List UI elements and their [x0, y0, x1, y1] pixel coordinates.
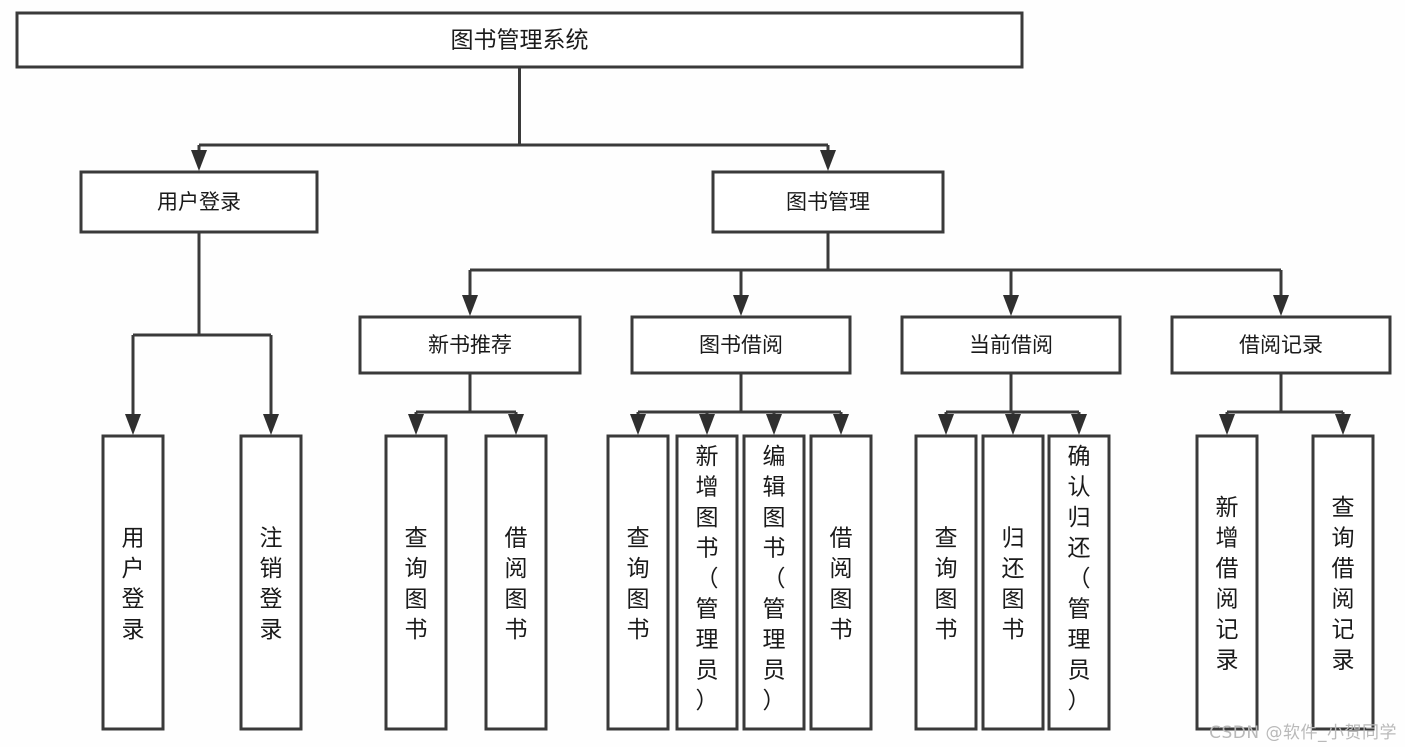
arrowhead-icon — [630, 414, 646, 435]
node-leaf-edit-book-admin[interactable]: 编辑图书（管理员） — [742, 434, 806, 731]
node-label: 新书推荐 — [428, 333, 512, 357]
node-leaf-query-book-rec[interactable]: 查询图书 — [384, 434, 448, 731]
node-label: 查询图书 — [627, 526, 650, 644]
node-box[interactable] — [1195, 434, 1259, 731]
node-label: 查询图书 — [405, 526, 428, 644]
node-label: 当前借阅 — [969, 333, 1053, 357]
node-box[interactable] — [742, 434, 806, 731]
node-leaf-borrow-book[interactable]: 借阅图书 — [809, 434, 873, 731]
node-new-book-recommend[interactable]: 新书推荐 — [358, 315, 582, 375]
node-label: 用户登录 — [157, 190, 241, 214]
node-label: 查询图书 — [935, 526, 958, 644]
node-leaf-add-book-admin[interactable]: 新增图书（管理员） — [675, 434, 739, 731]
node-box[interactable] — [101, 434, 165, 731]
node-leaf-borrow-book-rec[interactable]: 借阅图书 — [484, 434, 548, 731]
node-box[interactable] — [606, 434, 670, 731]
arrowhead-icon — [263, 414, 279, 435]
arrowhead-icon — [1005, 414, 1021, 435]
arrowhead-icon — [733, 295, 749, 316]
arrowhead-icon — [1273, 295, 1289, 316]
node-book-manage[interactable]: 图书管理 — [711, 170, 945, 234]
node-current-borrow[interactable]: 当前借阅 — [900, 315, 1122, 375]
node-layer: 图书管理系统用户登录图书管理新书推荐图书借阅当前借阅借阅记录用户登录注销登录查询… — [15, 11, 1392, 731]
node-box[interactable] — [358, 315, 582, 375]
arrowhead-icon — [766, 414, 782, 435]
node-leaf-query-borrow-record[interactable]: 查询借阅记录 — [1311, 434, 1375, 731]
arrowhead-icon — [938, 414, 954, 435]
arrowhead-icon — [191, 150, 207, 171]
arrowhead-icon — [125, 414, 141, 435]
node-label: 借阅图书 — [830, 526, 853, 644]
node-leaf-confirm-return-admin[interactable]: 确认归还（管理员） — [1047, 434, 1111, 731]
node-box[interactable] — [79, 170, 319, 234]
connector-layer — [125, 67, 1351, 435]
node-box[interactable] — [239, 434, 303, 731]
arrowhead-icon — [833, 414, 849, 435]
node-label: 借阅记录 — [1239, 333, 1323, 357]
node-label: 用户登录 — [122, 526, 145, 644]
node-box[interactable] — [1311, 434, 1375, 731]
node-box[interactable] — [1170, 315, 1392, 375]
node-label: 图书管理系统 — [451, 28, 589, 54]
node-box[interactable] — [809, 434, 873, 731]
node-label: 新增图书（管理员） — [696, 444, 719, 714]
arrowhead-icon — [699, 414, 715, 435]
node-leaf-query-book-current[interactable]: 查询图书 — [914, 434, 978, 731]
node-book-borrow[interactable]: 图书借阅 — [630, 315, 852, 375]
arrowhead-icon — [508, 414, 524, 435]
arrowhead-icon — [1335, 414, 1351, 435]
node-borrow-record[interactable]: 借阅记录 — [1170, 315, 1392, 375]
node-leaf-add-borrow-record[interactable]: 新增借阅记录 — [1195, 434, 1259, 731]
node-label: 注销登录 — [260, 526, 283, 644]
node-user-login[interactable]: 用户登录 — [79, 170, 319, 234]
node-box[interactable] — [384, 434, 448, 731]
arrowhead-icon — [1003, 295, 1019, 316]
node-label: 新增借阅记录 — [1216, 495, 1239, 674]
node-label: 借阅图书 — [505, 526, 528, 644]
arrowhead-icon — [408, 414, 424, 435]
node-label: 图书管理 — [786, 190, 870, 214]
node-label: 归还图书 — [1002, 526, 1025, 644]
arrowhead-icon — [1071, 414, 1087, 435]
node-box[interactable] — [1047, 434, 1111, 731]
node-leaf-query-book-borrow[interactable]: 查询图书 — [606, 434, 670, 731]
node-root[interactable]: 图书管理系统 — [15, 11, 1024, 69]
node-box[interactable] — [914, 434, 978, 731]
node-leaf-user-logout[interactable]: 注销登录 — [239, 434, 303, 731]
node-box[interactable] — [15, 11, 1024, 69]
node-label: 查询借阅记录 — [1332, 495, 1355, 674]
node-label: 图书借阅 — [699, 333, 783, 357]
arrowhead-icon — [462, 295, 478, 316]
arrowhead-icon — [820, 150, 836, 171]
watermark-label: CSDN @软件_小贺同学 — [1209, 723, 1397, 743]
node-box[interactable] — [981, 434, 1045, 731]
node-leaf-return-book[interactable]: 归还图书 — [981, 434, 1045, 731]
arrowhead-icon — [1219, 414, 1235, 435]
node-box[interactable] — [484, 434, 548, 731]
node-label: 编辑图书（管理员） — [763, 444, 786, 714]
node-box[interactable] — [630, 315, 852, 375]
node-box[interactable] — [675, 434, 739, 731]
node-label: 确认归还（管理员） — [1068, 444, 1091, 714]
node-box[interactable] — [711, 170, 945, 234]
node-box[interactable] — [900, 315, 1122, 375]
node-leaf-user-login[interactable]: 用户登录 — [101, 434, 165, 731]
